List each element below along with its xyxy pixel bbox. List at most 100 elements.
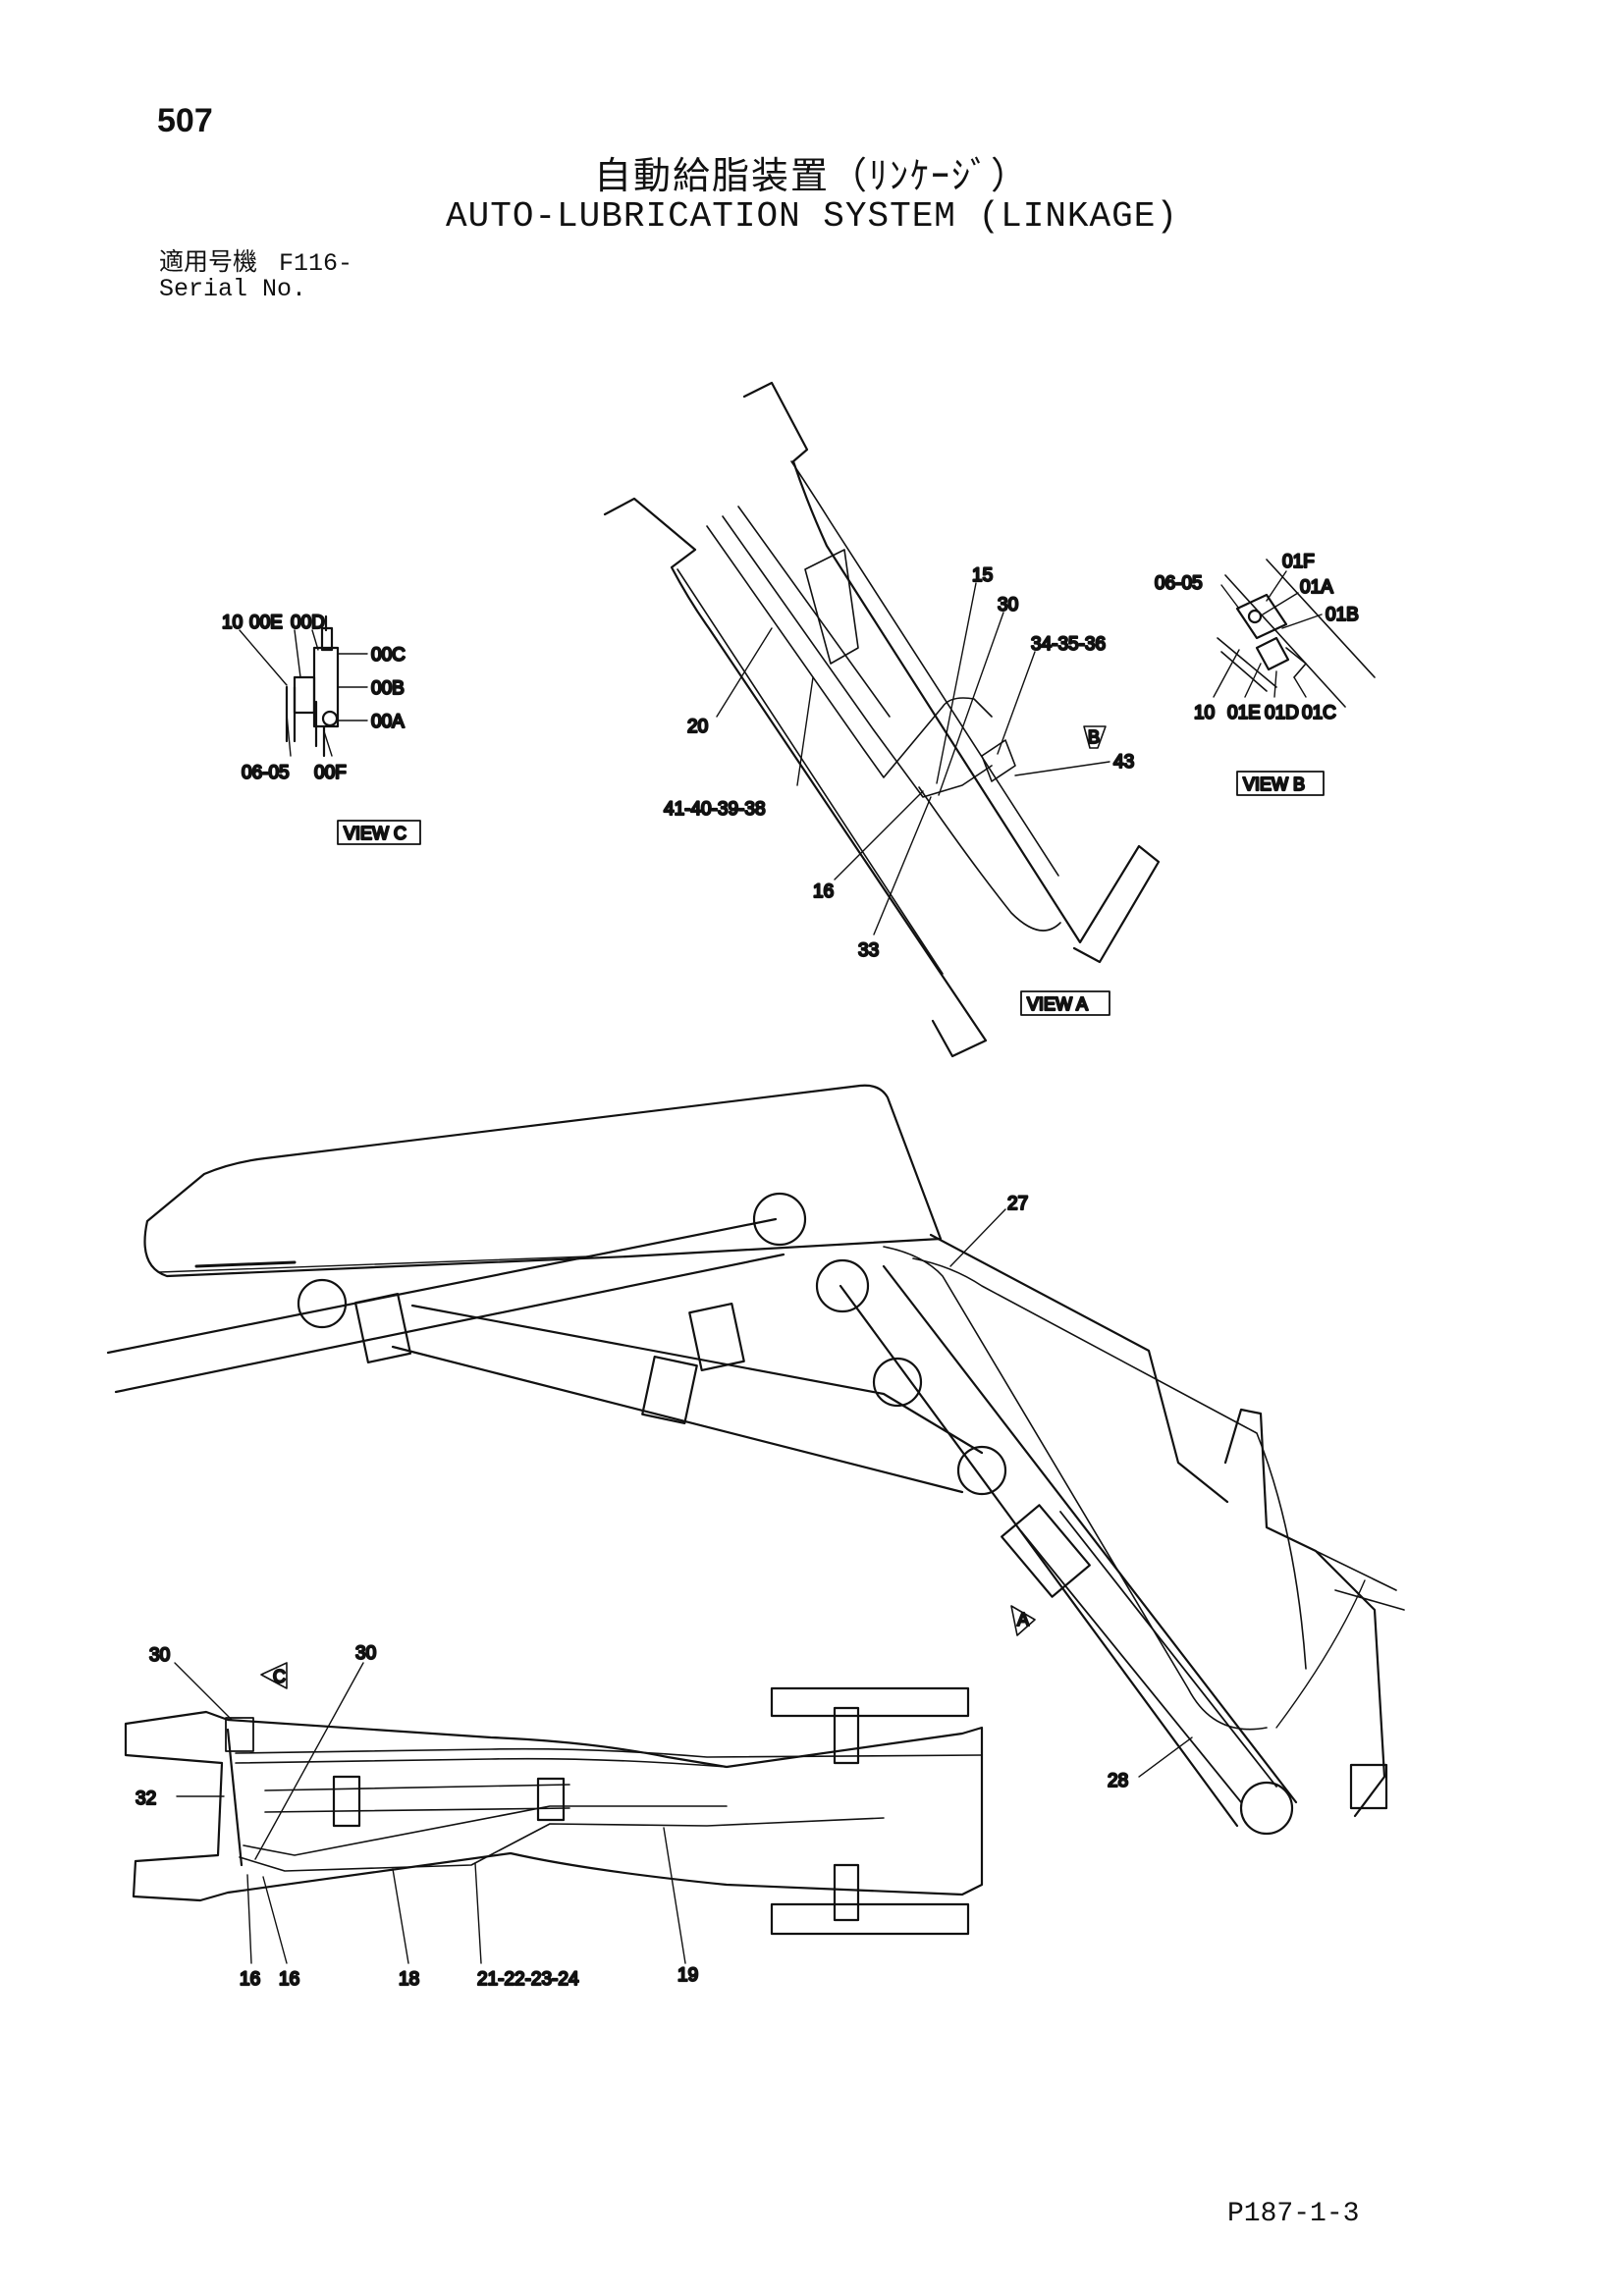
boom-lower-edge: [158, 1255, 590, 1273]
callout-label: 16: [279, 1969, 299, 1990]
view-c-marker-arrow: [260, 1662, 288, 1689]
callout-label: 43: [1113, 752, 1134, 773]
callout-label: 01A: [1300, 577, 1333, 598]
view-c-marker: C: [273, 1667, 286, 1686]
callout-label: 41-40-39-38: [664, 799, 766, 820]
view-a-box: [1020, 990, 1110, 1016]
view-a-right-plate: [742, 381, 1161, 964]
view-b-leader: [1281, 614, 1323, 629]
view-b-plate: [1266, 559, 1376, 678]
footer-code: P187-1-3: [1227, 2199, 1360, 2229]
link-pin: [956, 1445, 1007, 1496]
title-japanese: 自動給脂装置（ﾘﾝｹｰｼﾞ）: [593, 156, 1030, 197]
view-c-group: 10 00E 00D 00C 00B 00A 06-05 00F VIEW C: [221, 612, 421, 845]
callout-label: 33: [858, 940, 879, 961]
view-b-marker-arrow: [1083, 725, 1107, 749]
side-view-group: A 27 28: [106, 1084, 1405, 1836]
title-english: AUTO-LUBRICATION SYSTEM (LINKAGE): [446, 196, 1178, 237]
view-b-leader: [1244, 663, 1262, 698]
serial-value: F116-: [279, 249, 353, 278]
callout-label: 27: [1007, 1194, 1028, 1214]
plan-leader: [246, 1874, 252, 1964]
view-a-right-inner: [790, 460, 1059, 877]
view-a-line-2: [722, 515, 993, 798]
view-c-leader: [294, 629, 301, 678]
bucket-hose: [1275, 1579, 1366, 1729]
view-a-label: VIEW A: [1027, 994, 1088, 1014]
view-c-hose-2: [314, 700, 326, 758]
view-a-leader: [938, 612, 1004, 796]
callout-label: 18: [399, 1969, 419, 1990]
plan-lube-line: [243, 1805, 728, 1856]
view-c-leader: [239, 629, 288, 686]
view-b-manifold: [1235, 593, 1288, 640]
plan-lube-line: [235, 1747, 983, 1758]
callout-label: 01F: [1282, 552, 1315, 572]
view-a-leader: [873, 796, 932, 935]
view-c-label: VIEW C: [344, 824, 406, 843]
callout-label: 01E: [1227, 703, 1261, 723]
callout-label: 00F: [314, 763, 347, 783]
view-a-leader: [796, 676, 814, 786]
view-b-plate: [1224, 574, 1346, 708]
plan-leader: [392, 1868, 409, 1964]
view-b-group: 06-05 01F 01A 01B 10 01E 01D 01C VIEW B: [1154, 551, 1376, 796]
view-a-hose: [918, 786, 1061, 932]
view-b-leader: [1213, 649, 1240, 698]
callout-label: 00C: [371, 645, 406, 666]
callout-label: 00A: [371, 712, 405, 732]
plan-clamp: [536, 1777, 566, 1822]
boom-pin: [752, 1192, 807, 1247]
bucket-cylinder: [1020, 1511, 1277, 1803]
serial-block: 適用号機 F116- Serial No.: [159, 251, 352, 302]
plan-cylinder: [264, 1784, 570, 1813]
view-b-fitting: [1247, 609, 1263, 624]
boom-body: [143, 1084, 943, 1278]
plan-clamp: [332, 1775, 361, 1828]
bucket-link: [1223, 1408, 1386, 1818]
view-b-box: [1236, 771, 1325, 796]
bucket-arm: [1315, 1550, 1405, 1611]
view-a-line-1: [706, 525, 993, 778]
view-a-marker: A: [1017, 1610, 1029, 1629]
callout-label: 30: [998, 595, 1018, 615]
callout-label: 20: [687, 717, 708, 737]
cylinder-pin: [297, 1278, 348, 1329]
arm-plan-end: [226, 1728, 244, 1867]
cylinder-collar: [353, 1293, 412, 1363]
view-a-leader: [834, 790, 924, 881]
boom-cylinder-rod: [106, 1217, 785, 1394]
plan-leader: [474, 1862, 482, 1964]
cylinder-collar: [641, 1355, 698, 1425]
callout-label: 32: [135, 1789, 156, 1809]
view-b-label: VIEW B: [1243, 774, 1305, 794]
callout-label: 00D: [291, 613, 325, 633]
view-c-block: [293, 675, 316, 715]
view-b-marker: B: [1088, 727, 1100, 747]
bucket-pin: [1239, 1781, 1294, 1836]
side-leader: [949, 1208, 1006, 1267]
plan-pin-top: [770, 1686, 970, 1718]
page-number: 507: [157, 102, 213, 139]
plan-lube-line: [235, 1757, 728, 1768]
callout-label: 06-05: [242, 763, 290, 783]
view-a-leader: [716, 627, 773, 718]
arm-top-edge: [929, 1233, 1229, 1504]
bucket-cylinder-collar: [1001, 1504, 1091, 1598]
plan-leader: [254, 1662, 364, 1860]
callout-label: 01D: [1265, 703, 1299, 723]
view-a-leader: [997, 651, 1036, 755]
callout-label: 10: [1194, 703, 1215, 723]
callout-label: 01B: [1326, 605, 1359, 625]
plan-lube-line: [239, 1817, 885, 1872]
arm-cylinder: [391, 1304, 984, 1494]
serial-label-en: Serial No.: [159, 275, 307, 303]
boom-pipe-label-strip: [194, 1260, 297, 1268]
plan-leader: [262, 1876, 288, 1964]
plan-view-group: C 30 30 32 16 16 18 21-22-23-24 19: [124, 1642, 984, 1991]
plan-pin-hub: [833, 1863, 860, 1922]
callout-label: 06-05: [1155, 573, 1203, 594]
view-b-hose: [1217, 637, 1277, 692]
view-c-leader: [323, 730, 333, 757]
